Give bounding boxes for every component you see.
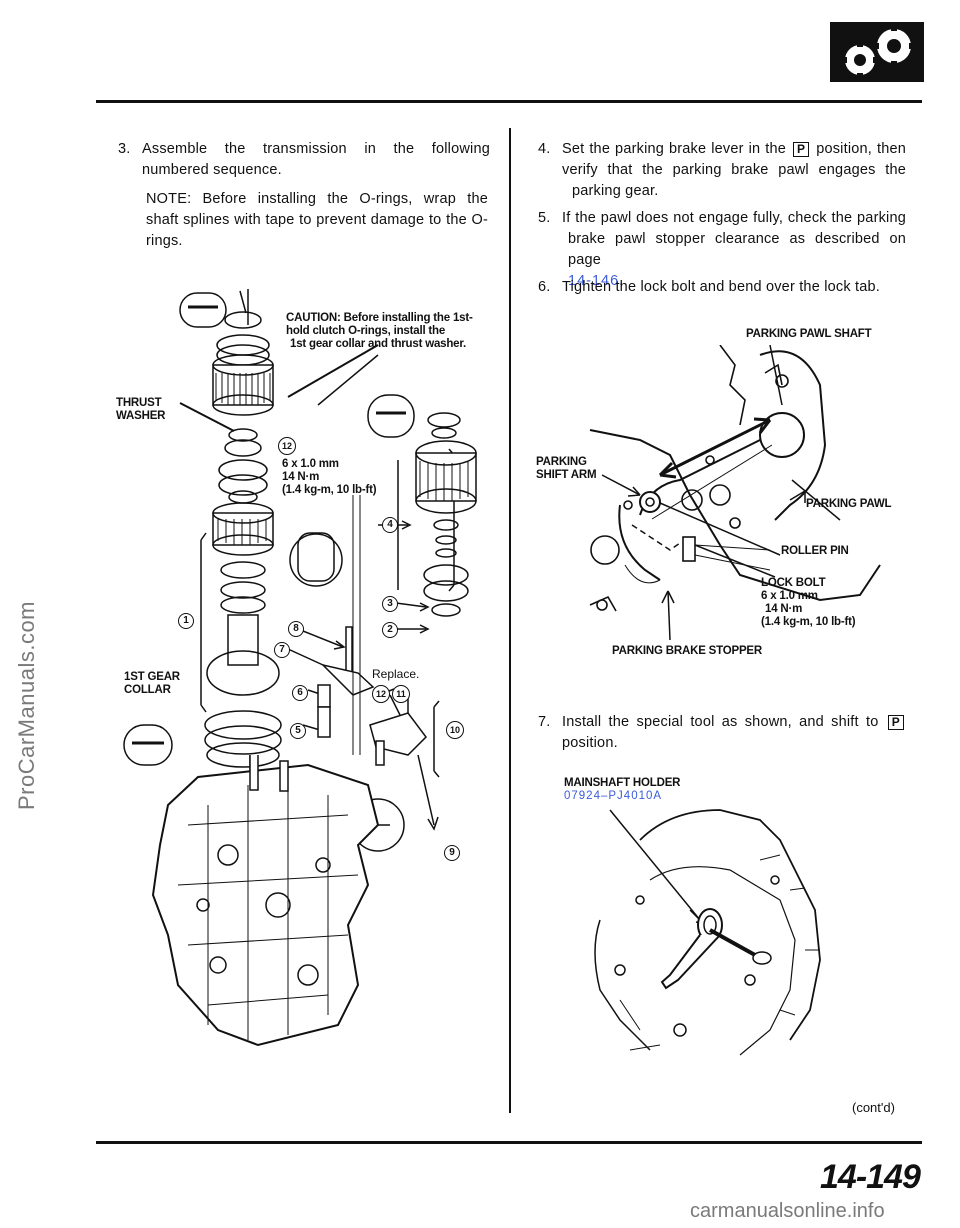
callout-8: 8 — [288, 621, 304, 637]
footer-watermark: carmanualsonline.info — [690, 1200, 885, 1222]
caution-label: CAUTION: Before installing the 1st- hold… — [286, 312, 473, 350]
bottom-rule — [96, 1141, 922, 1144]
callout-3: 3 — [382, 596, 398, 612]
step-7: 7.Install the special tool as shown, and… — [538, 712, 906, 754]
first-gear-collar-label: 1ST GEAR COLLAR — [124, 671, 180, 696]
callout-11: 11 — [392, 685, 410, 703]
parking-pawl-label: PARKING PAWL — [806, 498, 892, 510]
park-position-symbol: P — [793, 142, 810, 157]
bolt-spec-label: 6 x 1.0 mm 14 N·m (1.4 kg-m, 10 lb-ft) — [282, 458, 377, 496]
column-divider — [509, 128, 511, 1113]
gears-icon — [830, 22, 924, 82]
page-number: 14-149 — [820, 1158, 921, 1196]
sidebar-watermark: ProCarManuals.com — [14, 600, 39, 810]
callout-5: 5 — [290, 723, 306, 739]
callout-6: 6 — [292, 685, 308, 701]
roller-pin-label: ROLLER PIN — [781, 545, 849, 557]
step-6: 6.Tighten the lock bolt and bend over th… — [538, 279, 880, 295]
callout-7: 7 — [274, 642, 290, 658]
parking-brake-stopper-label: PARKING BRAKE STOPPER — [612, 645, 763, 657]
step-3: 3.Assemble the transmission in the follo… — [118, 141, 490, 178]
top-rule — [96, 100, 922, 103]
callout-4: 4 — [382, 517, 398, 533]
note-block: NOTE: Before installing the O-rings, wra… — [146, 191, 488, 249]
thrust-washer-label: THRUST WASHER — [116, 397, 166, 422]
callout-2: 2 — [382, 622, 398, 638]
park-position-symbol-2: P — [887, 715, 904, 730]
parking-shift-arm-label: PARKING SHIFT ARM — [536, 456, 597, 481]
callout-9: 9 — [444, 845, 460, 861]
step-5: 5.If the pawl does not engage fully, che… — [538, 210, 906, 289]
callout-13: 12 — [278, 437, 296, 455]
callout-1: 1 — [178, 613, 194, 629]
callout-12: 12 — [372, 685, 390, 703]
mainshaft-holder-label: MAINSHAFT HOLDER 07924–PJ4010A — [564, 777, 681, 802]
mainshaft-holder-diagram — [580, 800, 830, 1060]
lock-bolt-label: LOCK BOLT 6 x 1.0 mm 14 N·m (1.4 kg-m, 1… — [761, 577, 856, 628]
page-link-14-146[interactable]: 14-146 — [568, 273, 620, 289]
tool-part-number: 07924–PJ4010A — [564, 790, 663, 802]
contd-label: (cont'd) — [852, 1100, 895, 1115]
transmission-assembly-diagram: 12 1 4 3 2 8 7 6 5 12 11 10 9 — [108, 285, 508, 1085]
step-4: 4.Set the parking brake lever in the P p… — [538, 141, 906, 199]
parking-brake-diagram — [520, 344, 920, 645]
parking-pawl-shaft-label: PARKING PAWL SHAFT — [746, 328, 872, 340]
callout-10: 10 — [446, 721, 464, 739]
replace-label: Replace. — [372, 667, 420, 681]
